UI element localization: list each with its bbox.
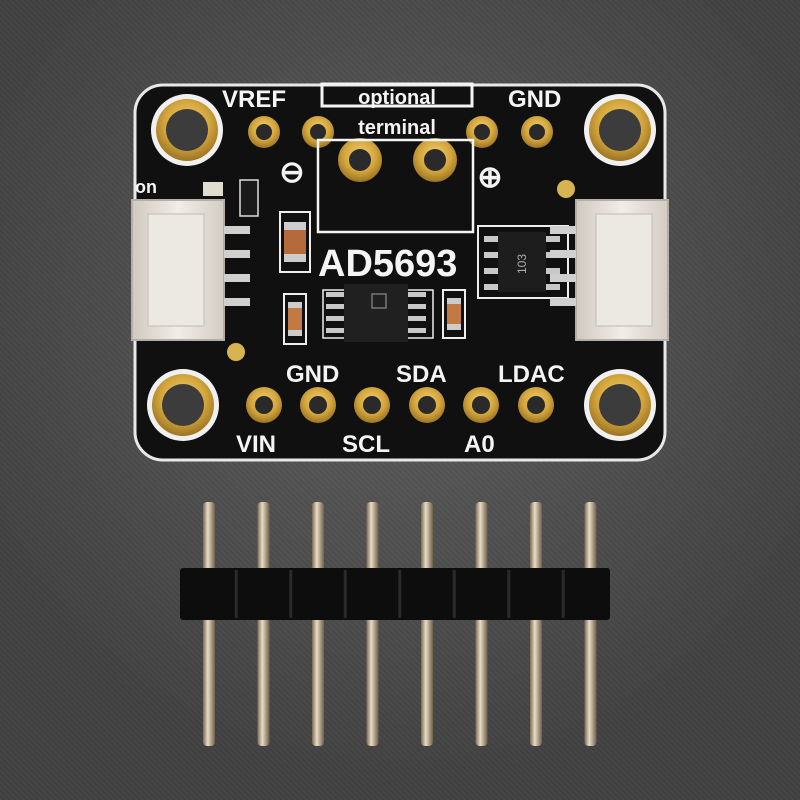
header-plastic-body — [180, 568, 610, 620]
header-segment-divider — [452, 570, 456, 618]
mounting-hole-top-right — [584, 94, 656, 166]
header-pin — [257, 502, 270, 746]
pin-label-gnd-top: GND — [508, 86, 561, 113]
test-point — [557, 180, 575, 198]
optional-terminal-box — [320, 82, 474, 108]
mounting-hole-top-left — [151, 94, 223, 166]
header-segment-divider — [561, 570, 565, 618]
plus-symbol: ⊕ — [477, 161, 502, 194]
breakout-board: optional terminal ⊖ ⊕ VREF GND on AD5693 — [131, 82, 669, 462]
header-segment-divider — [507, 570, 511, 618]
bottom-pads — [246, 387, 554, 423]
terminal-outline — [316, 138, 475, 234]
header-pin — [366, 502, 379, 746]
chip-name-label: AD5693 — [318, 243, 457, 285]
pin-label-sda: SDA — [396, 361, 447, 388]
stemma-connector-left — [131, 199, 250, 341]
pin-header-strip — [180, 502, 610, 746]
header-pin — [530, 502, 542, 746]
edge-label: on — [135, 177, 157, 197]
pin-label-vref: VREF — [222, 86, 286, 113]
header-pin — [584, 502, 597, 746]
header-pin — [475, 502, 488, 746]
smd-component — [239, 179, 259, 217]
mounting-hole-bottom-left — [147, 369, 219, 441]
header-segment-divider — [289, 570, 293, 618]
header-pin — [203, 502, 215, 746]
mounting-hole-bottom-right — [584, 369, 656, 441]
terminal-label: terminal — [358, 117, 436, 139]
dac-chip — [322, 284, 434, 342]
test-point — [227, 343, 245, 361]
optional-label: optional — [358, 87, 436, 109]
header-pin — [312, 502, 324, 746]
pin-label-vin: VIN — [236, 431, 276, 458]
stemma-connector-right — [550, 199, 669, 341]
header-segment-divider — [398, 570, 402, 618]
header-segment-divider — [234, 570, 238, 618]
header-pin — [421, 502, 433, 746]
power-led — [203, 182, 223, 196]
pin-label-gnd: GND — [286, 361, 339, 388]
pin-label-scl: SCL — [342, 431, 390, 458]
pin-label-ldac: LDAC — [498, 361, 565, 388]
resistor-network: 103 — [477, 225, 569, 299]
capacitor-small-left — [283, 293, 307, 345]
resistor-code: 103 — [515, 254, 529, 274]
header-segment-divider — [343, 570, 347, 618]
pin-label-a0: A0 — [464, 431, 495, 458]
capacitor-small-right — [442, 289, 466, 339]
minus-symbol: ⊖ — [279, 156, 304, 189]
capacitor-left — [279, 211, 311, 273]
